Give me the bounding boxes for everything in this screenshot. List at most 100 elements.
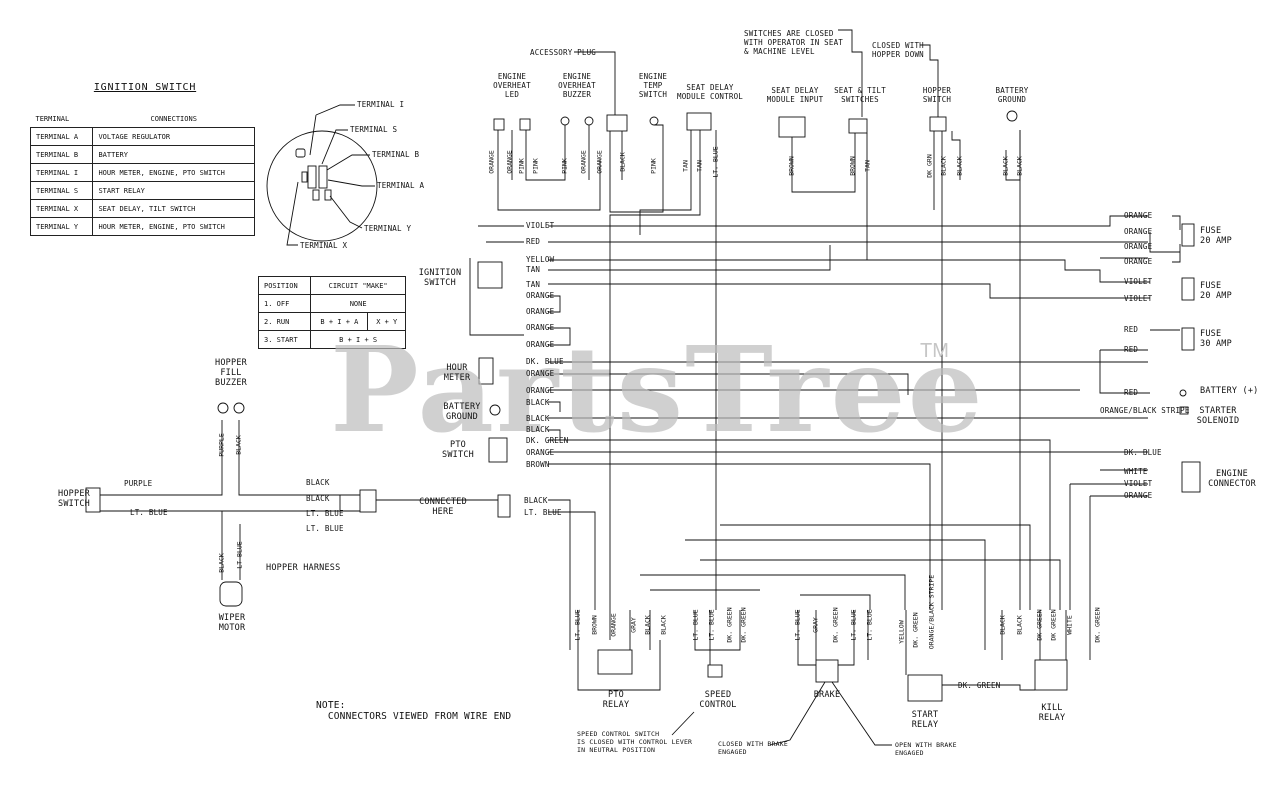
callout-terminal-b: TERMINAL B <box>372 150 420 159</box>
watermark: PartsTree <box>330 320 985 459</box>
col-position: POSITION <box>257 276 312 295</box>
position-cell: 2. RUN <box>257 312 312 331</box>
wire-label: ORANGE <box>526 448 555 457</box>
wire-label: VIOLET <box>1124 294 1153 303</box>
wire-label: DK. GREEN <box>1093 607 1102 643</box>
wire-label: LT BLUE <box>235 541 244 569</box>
wire-label: ORANGE <box>526 386 555 395</box>
label-battery-ground-top: BATTERY GROUND <box>995 86 1029 104</box>
wire-label: BLACK <box>659 615 668 635</box>
wire-label: ORANGE <box>579 150 588 174</box>
wire-label: BROWN <box>787 156 796 176</box>
connection-cell: SEAT DELAY, TILT SWITCH <box>92 199 255 218</box>
bus-wiring <box>469 215 1181 650</box>
wire-label: TAN <box>863 160 872 172</box>
wire-label: BROWN <box>848 156 857 176</box>
wire-label: VIOLET <box>1124 479 1153 488</box>
col-connections: CONNECTIONS <box>150 114 197 123</box>
label-pto-switch: PTO SWITCH <box>442 440 474 460</box>
wire-label: BROWN <box>590 615 599 635</box>
top-wiring <box>497 124 1021 640</box>
wire-label: WHITE <box>1065 615 1074 635</box>
wire-label: LT. BLUE <box>691 609 700 641</box>
wire-label: ORANGE <box>487 150 496 174</box>
connection-cell: HOUR METER, ENGINE, PTO SWITCH <box>92 163 255 182</box>
wire-label: BLACK <box>526 398 550 407</box>
bottom-relays <box>577 524 1091 746</box>
label-speed-note: SPEED CONTROL SWITCH IS CLOSED WITH CONT… <box>577 730 693 754</box>
label-hour-meter: HOUR METER <box>443 363 471 383</box>
wire-label: ORANGE/BLACK STRIPE <box>1100 406 1190 415</box>
label-seat-delay-module-input: SEAT DELAY MODULE INPUT <box>766 86 824 104</box>
wire-label: RED <box>1124 325 1139 334</box>
wire-label: PURPLE <box>217 433 226 457</box>
callout-terminal-y: TERMINAL Y <box>364 224 412 233</box>
label-battery-ground: BATTERY GROUND <box>443 402 481 422</box>
callout-terminal-s: TERMINAL S <box>350 125 398 134</box>
label-ignition-switch: IGNITION SWITCH <box>418 268 462 288</box>
wire-label: GRAY <box>811 617 820 633</box>
label-brake: BRAKE <box>813 690 841 700</box>
wire-label: DK. GREEN <box>739 607 748 643</box>
connection-cell: START RELAY <box>92 181 255 200</box>
wire-label: DK. GREEN <box>526 436 569 445</box>
wire-label: LT. BLUE <box>306 524 344 533</box>
wire-label: DK. GREEN <box>831 607 840 643</box>
wire-label: VIOLET <box>526 221 555 230</box>
circuit-cell: B + I + S <box>310 330 406 349</box>
label-hopper-switch-top: HOPPER SWITCH <box>922 86 952 104</box>
terminal-cell: TERMINAL X <box>29 199 94 218</box>
wire-label: DK. GREEN <box>725 607 734 643</box>
wire-label: RED <box>526 237 541 246</box>
wire-label: ORANGE <box>595 150 604 174</box>
watermark-tm: TM <box>920 340 949 362</box>
connection-cell: VOLTAGE REGULATOR <box>92 127 255 146</box>
label-seat-delay-module-control: SEAT DELAY MODULE CONTROL <box>676 83 744 101</box>
wire-label: ORANGE <box>526 291 555 300</box>
wire-label: BLACK <box>306 494 330 503</box>
terminal-cell: TERMINAL I <box>29 163 94 182</box>
col-circuit: CIRCUIT "MAKE" <box>310 276 406 295</box>
wire-label: GRAY <box>629 617 638 633</box>
label-wiper-motor: WIPER MOTOR <box>218 613 246 633</box>
wire-label: DK. GREEN <box>911 612 920 648</box>
label-starter-solenoid: STARTER SOLENOID <box>1196 406 1240 426</box>
wire-label: LT. BLUE <box>524 508 562 517</box>
wire-label: BLACK <box>1001 156 1010 176</box>
wire-label: PURPLE <box>124 479 153 488</box>
position-cell: 3. START <box>257 330 312 349</box>
wire-label: DK. BLUE <box>526 357 564 366</box>
wire-label: BLACK <box>955 156 964 176</box>
wire-label: BLACK <box>217 553 226 573</box>
label-seat-tilt-switches: SEAT & TILT SWITCHES <box>834 86 886 104</box>
callout-terminal-x: TERMINAL X <box>300 241 348 250</box>
wire-label: TAN <box>526 280 541 289</box>
wire-label: VIOLET <box>1124 277 1153 286</box>
terminal-cell: TERMINAL Y <box>29 217 94 236</box>
label-switches-note: SWITCHES ARE CLOSED WITH OPERATOR IN SEA… <box>744 29 844 56</box>
wire-label: ORANGE <box>1124 491 1153 500</box>
label-connected-here: CONNECTED HERE <box>419 497 467 517</box>
wire-label: ORANGE/BLACK STRIPE <box>927 574 936 650</box>
ignition-switch-drawing <box>266 104 378 246</box>
wire-label: LT. BLUE <box>865 609 874 641</box>
label-closed-hopper: CLOSED WITH HOPPER DOWN <box>872 41 924 59</box>
wire-label: BLACK <box>234 435 243 455</box>
wire-label: BLACK <box>1015 615 1024 635</box>
wire-label: PINK <box>649 158 658 174</box>
wire-label: DK GREEN <box>1049 609 1058 641</box>
label-hopper-switch-left: HOPPER SWITCH <box>58 489 90 509</box>
wire-label: ORANGE <box>526 369 555 378</box>
wire-label: LT. BLUE <box>849 609 858 641</box>
wire-label: ORANGE <box>609 613 618 637</box>
wire-label: ORANGE <box>1124 257 1153 266</box>
